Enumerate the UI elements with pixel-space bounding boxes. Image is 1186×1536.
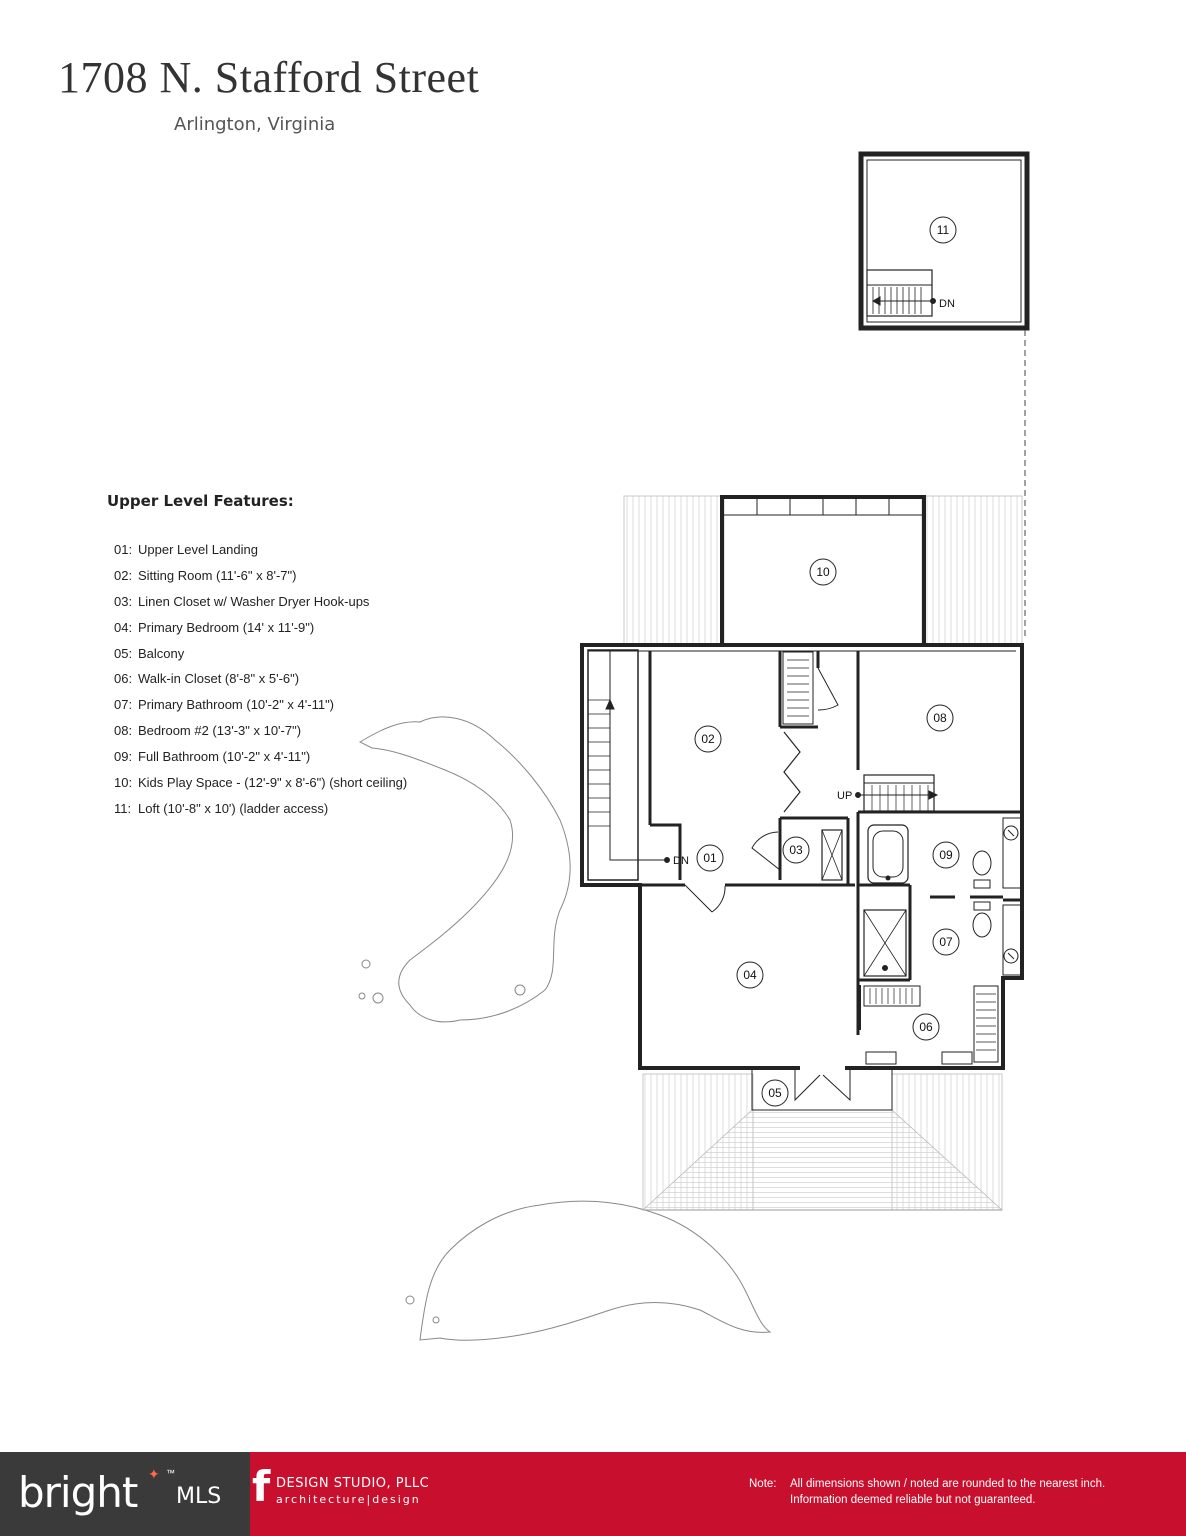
bright-star-icon: ✦ [148, 1466, 160, 1482]
room-label-01: 01 [703, 851, 717, 865]
feature-text: Loft (10'-8" x 10') (ladder access) [138, 800, 329, 816]
feature-code: 08: [114, 723, 133, 739]
note-label: Note: [749, 1478, 777, 1490]
room-label-07: 07 [939, 935, 953, 949]
page-title: 1708 N. Stafford Street [58, 52, 479, 103]
feature-code: 07: [114, 697, 133, 713]
feature-item: 02: Sitting Room (11'-6" x 8'-7") [114, 566, 407, 592]
title-street: N. Stafford Street [159, 53, 480, 102]
feature-code: 02: [114, 567, 133, 583]
bright-logo-word: bright [18, 1468, 138, 1517]
feature-code: 11: [114, 800, 132, 816]
room-label-06: 06 [919, 1020, 933, 1034]
feature-text: Primary Bedroom (14' x 11'-9") [138, 619, 315, 635]
feature-item: 05: Balcony [114, 644, 407, 670]
footer-bar: bright ✦ ™ MLS f DESIGN STUDIO, PLLC arc… [0, 1452, 1186, 1536]
feature-code: 06: [114, 671, 133, 687]
room-label-05: 05 [768, 1086, 782, 1100]
feature-item: 06: Walk-in Closet (8'-8" x 5'-6") [114, 669, 407, 695]
bright-mls-logo: bright ✦ ™ MLS [0, 1452, 250, 1536]
feature-text: Primary Bathroom (10'-2" x 4'-11") [138, 697, 335, 713]
studio-tagline: architecture|design [276, 1493, 421, 1506]
feature-code: 01: [114, 542, 133, 557]
feature-code: 04: [114, 619, 133, 635]
feature-text: Walk-in Closet (8'-8" x 5'-6") [138, 671, 300, 687]
room-label-10: 10 [816, 565, 830, 579]
bright-logo-mls: MLS [176, 1484, 222, 1509]
feature-text: Kids Play Space - (12'-9" x 8'-6") (shor… [138, 775, 408, 791]
feature-item: 03: Linen Closet w/ Washer Dryer Hook-ups [114, 592, 407, 618]
room-label-04: 04 [743, 968, 757, 982]
room-label-02: 02 [701, 732, 715, 746]
tree-outline-lower [419, 1200, 772, 1341]
feature-code: 05: [114, 645, 133, 661]
features-heading: Upper Level Features: [107, 492, 294, 510]
room-label-08: 08 [933, 711, 947, 725]
tree-outline-upper [358, 716, 571, 1023]
title-number: 1708 [58, 53, 148, 102]
feature-item: 11: Loft (10'-8" x 10') (ladder access) [114, 799, 407, 825]
bright-logo-tm: ™ [166, 1468, 175, 1478]
room-label-11: 11 [937, 223, 950, 237]
interior-walls [640, 651, 1022, 1035]
room-label-09: 09 [939, 848, 953, 862]
feature-item: 08: Bedroom #2 (13'-3" x 10'-7") [114, 721, 407, 747]
feature-text: Balcony [138, 645, 185, 661]
feature-item: 09: Full Bathroom (10'-2" x 4'-11") [114, 747, 407, 773]
studio-name: DESIGN STUDIO, PLLC [276, 1476, 430, 1491]
feature-text: Sitting Room (11'-6" x 8'-7") [138, 567, 297, 583]
feature-text: Linen Closet w/ Washer Dryer Hook-ups [138, 593, 370, 609]
loft-plan [858, 151, 1030, 331]
stair-label-loft-dn: DN [939, 298, 955, 310]
page-subtitle: Arlington, Virginia [174, 114, 336, 135]
feature-code: 03: [114, 593, 133, 609]
feature-item: 01: Upper Level Landing [114, 540, 407, 566]
floor-plan: 11 DN 10 [358, 151, 1030, 1341]
note-line-1: All dimensions shown / noted are rounded… [790, 1478, 1106, 1490]
studio-logo-mark: f [252, 1462, 271, 1511]
feature-code: 09: [114, 749, 133, 765]
feature-item: 10: Kids Play Space - (12'-9" x 8'-6") (s… [114, 773, 407, 799]
feature-item: 07: Primary Bathroom (10'-2" x 4'-11") [114, 695, 407, 721]
room-label-03: 03 [789, 843, 803, 857]
landing-stair [587, 649, 670, 881]
features-list: 01: Upper Level Landing 02: Sitting Room (… [114, 540, 407, 825]
feature-text: Upper Level Landing [138, 542, 258, 557]
feature-text: Bedroom #2 (13'-3" x 10'-7") [138, 723, 302, 739]
feature-item: 04: Primary Bedroom (14' x 11'-9") [114, 618, 407, 644]
bedroom-stair [855, 774, 939, 812]
note-line-2: Information deemed reliable but not guar… [790, 1494, 1036, 1506]
feature-code: 10: [114, 775, 133, 791]
stair-label-bedroom-up: UP [837, 790, 852, 802]
feature-text: Full Bathroom (10'-2" x 4'-11") [138, 749, 311, 765]
